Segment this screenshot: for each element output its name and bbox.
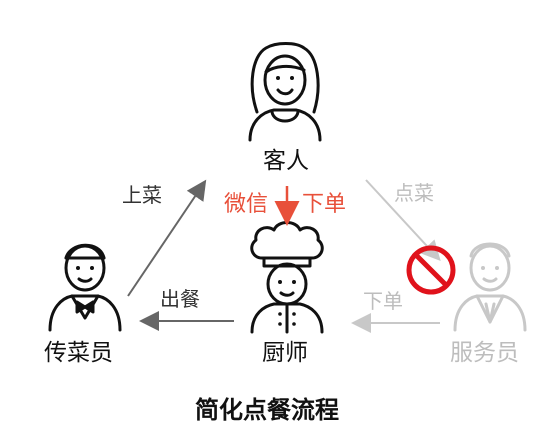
edge-runner-to-customer bbox=[127, 179, 207, 297]
runner-icon bbox=[48, 243, 122, 332]
runner-label: 传菜员 bbox=[44, 340, 113, 366]
waiter-icon bbox=[453, 242, 527, 332]
edge-label-wechat: 微信 bbox=[224, 192, 269, 217]
edge-label-order-dishes: 点菜 bbox=[394, 181, 434, 205]
edge-label-waiter-order: 下单 bbox=[363, 289, 403, 313]
chef-label: 厨师 bbox=[262, 340, 308, 366]
customer-icon bbox=[248, 42, 322, 142]
edge-customer-to-waiter bbox=[365, 179, 441, 261]
diagram-title: 简化点餐流程 bbox=[195, 396, 339, 424]
forbidden-icon bbox=[406, 245, 456, 295]
edge-label-dish-out: 出餐 bbox=[160, 287, 200, 311]
customer-label: 客人 bbox=[263, 148, 309, 174]
edge-label-serve: 上菜 bbox=[122, 183, 162, 207]
waiter-label: 服务员 bbox=[450, 340, 519, 366]
edge-label-place-order: 下单 bbox=[302, 192, 347, 217]
chef-icon bbox=[250, 221, 324, 334]
